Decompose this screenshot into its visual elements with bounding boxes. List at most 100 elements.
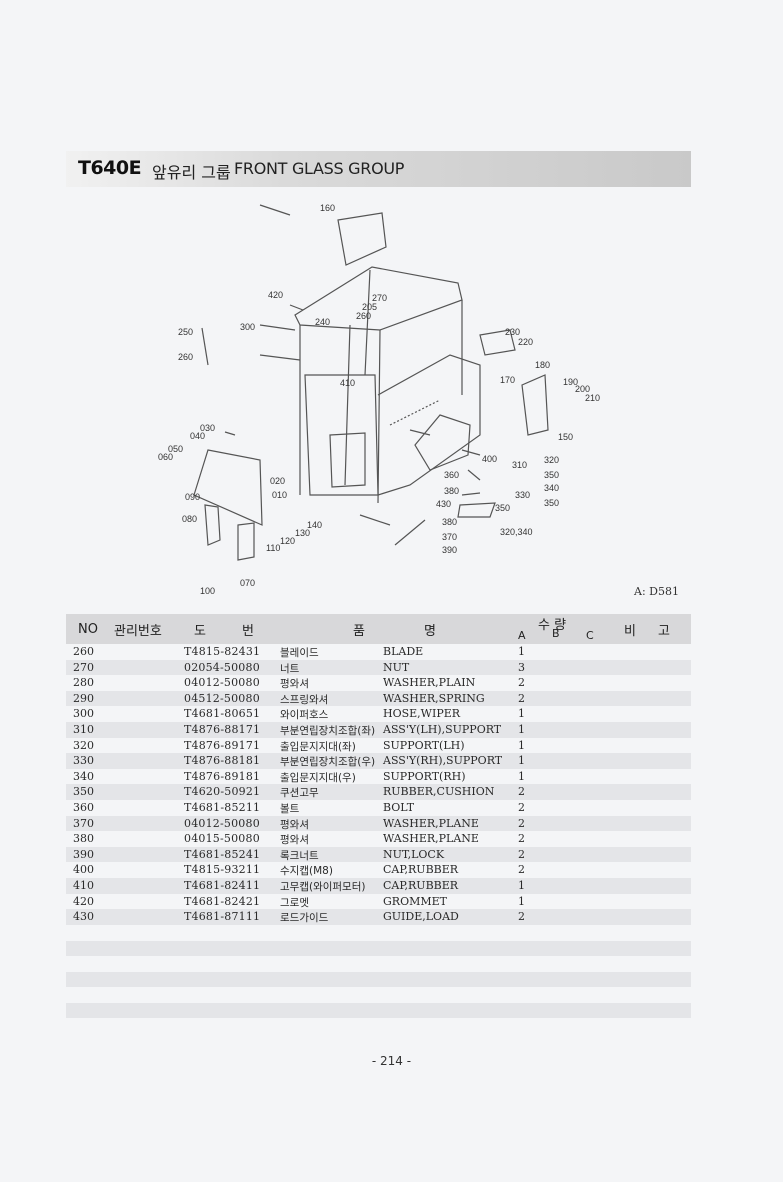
quantity-a: 1: [518, 645, 525, 658]
korean-name: 평와셔: [280, 678, 309, 691]
korean-name: 너트: [280, 662, 300, 675]
svg-text:060: 060: [158, 452, 173, 462]
quantity-a: 2: [518, 691, 525, 705]
svg-text:350: 350: [544, 470, 559, 480]
svg-text:170: 170: [500, 375, 515, 385]
english-name: NUT: [383, 660, 410, 674]
svg-text:080: 080: [182, 514, 197, 524]
svg-text:320,340: 320,340: [500, 527, 533, 537]
table-row: 300 T4681-80651 와이퍼호스 HOSE,WIPER 1: [66, 706, 691, 722]
part-no: 320: [73, 738, 94, 752]
part-no: 420: [73, 894, 94, 908]
svg-text:200: 200: [575, 384, 590, 394]
english-name: RUBBER,CUSHION: [383, 785, 495, 799]
svg-text:330: 330: [515, 490, 530, 500]
english-name: HOSE,WIPER: [383, 707, 461, 721]
quantity-a: 2: [518, 910, 525, 924]
svg-text:350: 350: [544, 498, 559, 508]
korean-name: 블레이드: [280, 647, 319, 659]
svg-text:110: 110: [266, 543, 280, 553]
part-no: 360: [73, 800, 94, 814]
svg-text:340: 340: [544, 483, 559, 493]
front-glass-part: [337, 212, 387, 266]
part-no: 260: [73, 645, 94, 658]
korean-name: 록크너트: [280, 849, 319, 862]
korean-name: 스프링와셔: [280, 693, 329, 706]
part-number: 04512-50080: [184, 691, 260, 705]
part-number: T4815-93211: [184, 863, 261, 877]
quantity-a: 1: [518, 707, 525, 721]
english-name: GUIDE,LOAD: [383, 910, 459, 924]
part-no: 430: [73, 910, 94, 924]
svg-text:160: 160: [320, 203, 335, 213]
model-name: T640E: [78, 157, 142, 179]
korean-name: 출입문지지대(좌): [280, 740, 356, 753]
korean-name: 부분연립장치조합(우): [280, 756, 376, 769]
part-number: T4681-87111: [184, 910, 261, 924]
svg-text:430: 430: [436, 499, 451, 509]
table-header: NO 관리번호 도 번 품 명 수 량 A B C 비 고: [66, 614, 691, 644]
header-qty-c: C: [586, 629, 594, 642]
header-qty-b: B: [552, 627, 560, 640]
header-name: 명: [424, 624, 436, 639]
svg-text:300: 300: [240, 322, 255, 332]
svg-text:260: 260: [178, 352, 193, 362]
part-number: T4681-80651: [184, 707, 261, 721]
table-row: 430 T4681-87111 로드가이드 GUIDE,LOAD 2: [66, 909, 691, 925]
english-name: WASHER,SPRING: [383, 691, 485, 705]
header-quantity: 수 량: [538, 618, 567, 633]
korean-name: 와이퍼호스: [280, 709, 329, 722]
title-english: FRONT GLASS GROUP: [234, 159, 405, 178]
header-number: 번: [242, 624, 254, 639]
part-no: 390: [73, 847, 94, 861]
svg-text:010: 010: [272, 490, 287, 500]
svg-text:270: 270: [372, 293, 387, 303]
english-name: CAP,RUBBER: [383, 878, 459, 892]
header-remarks-1: 비: [624, 624, 636, 639]
page-number: - 214 -: [371, 1054, 412, 1068]
header-remarks-2: 고: [658, 624, 670, 639]
part-no: 270: [73, 660, 94, 674]
svg-text:380: 380: [442, 517, 457, 527]
header-management-number: 관리번호: [114, 624, 162, 639]
quantity-a: 2: [518, 676, 525, 690]
diagram-reference: A: D581: [634, 585, 679, 598]
part-no: 300: [73, 707, 94, 721]
svg-text:190: 190: [563, 377, 578, 387]
part-number: T4876-88171: [184, 722, 261, 736]
svg-text:310: 310: [512, 460, 527, 470]
part-no: 400: [73, 863, 94, 877]
korean-name: 그로멧: [280, 896, 309, 909]
english-name: ASS'Y(LH),SUPPORT: [383, 722, 502, 736]
title-korean: 앞유리 그룹: [152, 163, 231, 182]
part-number: 04015-50080: [184, 832, 260, 846]
svg-text:100: 100: [200, 586, 215, 596]
header-qty-a: A: [518, 629, 526, 642]
blank-row-band: [66, 972, 691, 987]
part-no: 340: [73, 769, 94, 783]
korean-name: 로드가이드: [280, 912, 329, 925]
korean-name: 평와셔: [280, 818, 309, 831]
title-bar: T640E 앞유리 그룹 FRONT GLASS GROUP: [66, 151, 691, 187]
english-name: WASHER,PLANE: [383, 832, 479, 846]
english-name: WASHER,PLANE: [383, 816, 479, 830]
quantity-a: 1: [518, 738, 525, 752]
quantity-a: 1: [518, 769, 525, 783]
svg-text:230: 230: [505, 327, 520, 337]
part-no: 410: [73, 878, 94, 892]
part-number: 04012-50080: [184, 816, 260, 830]
svg-text:090: 090: [185, 492, 200, 502]
quantity-a: 1: [518, 722, 525, 736]
svg-text:420: 420: [268, 290, 283, 300]
quantity-a: 2: [518, 832, 525, 846]
english-name: NUT,LOCK: [383, 847, 445, 861]
svg-text:240: 240: [315, 317, 330, 327]
part-number: T4876-89181: [184, 769, 261, 783]
